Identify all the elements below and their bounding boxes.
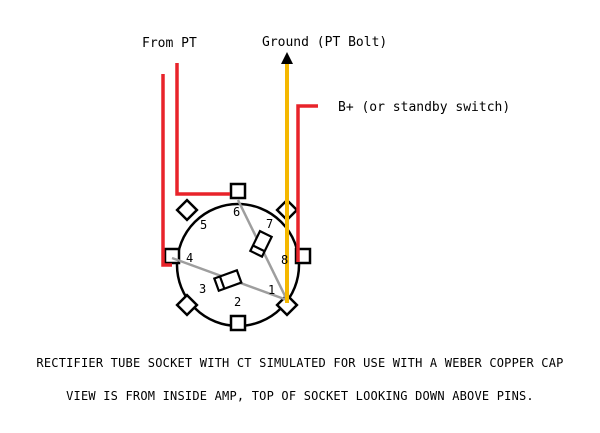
- pin-label-5: 5: [200, 218, 207, 232]
- red-wire-pt-to-pin4: [161, 74, 172, 267]
- diode-upper: [248, 229, 274, 259]
- pin-label-2: 2: [234, 295, 241, 309]
- lug-pin-2: [229, 314, 247, 332]
- caption-line-1: RECTIFIER TUBE SOCKET WITH CT SIMULATED …: [36, 356, 563, 370]
- pin-label-7: 7: [266, 217, 273, 231]
- lug-pin-3: [175, 293, 199, 317]
- red-wire-pt-to-pin6: [175, 63, 230, 196]
- label-from-pt: From PT: [142, 36, 197, 51]
- lug-pin-5: [175, 198, 199, 222]
- ground-arrow-icon: [281, 52, 293, 64]
- lug-pin-6: [229, 182, 247, 200]
- pin-label-8: 8: [281, 253, 288, 267]
- pin-label-1: 1: [268, 283, 275, 297]
- label-ground: Ground (PT Bolt): [262, 35, 387, 50]
- label-b-plus: B+ (or standby switch): [338, 100, 510, 115]
- red-wire-b-plus: [296, 104, 318, 262]
- diode-lower: [212, 268, 243, 293]
- pin-label-3: 3: [199, 282, 206, 296]
- pin-label-4: 4: [186, 251, 193, 265]
- lug-pin-1: [275, 293, 299, 317]
- pin-label-6: 6: [233, 205, 240, 219]
- caption-line-2: VIEW IS FROM INSIDE AMP, TOP OF SOCKET L…: [66, 389, 534, 403]
